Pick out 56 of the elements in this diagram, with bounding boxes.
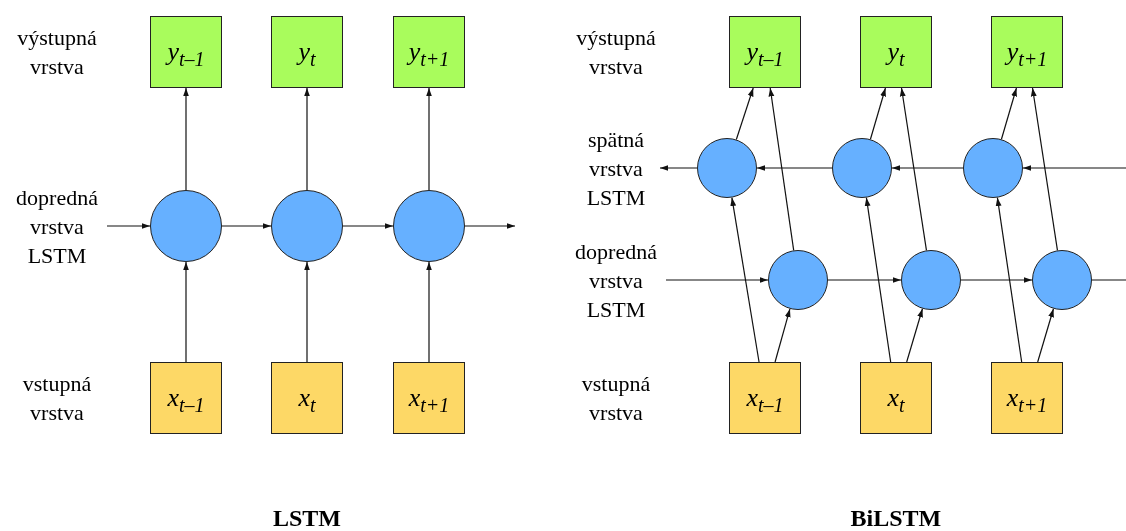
arrow xyxy=(995,197,1023,363)
diagram-caption: BiLSTM xyxy=(850,504,942,531)
arrow xyxy=(756,165,833,171)
arrow xyxy=(183,87,189,191)
layer-label: dopredná vrstva LSTM xyxy=(566,236,666,324)
arrow xyxy=(426,261,432,363)
arrow xyxy=(426,87,432,191)
output-box: y$_{t}$ xyxy=(860,16,932,88)
arrow xyxy=(869,87,887,140)
arrow xyxy=(665,277,769,283)
output-box: y$_{t}$ xyxy=(271,16,343,88)
arrow xyxy=(183,261,189,363)
input-box: x$_{t–1}$ xyxy=(729,362,801,434)
output-box: y$_{t+1}$ xyxy=(991,16,1063,88)
arrow xyxy=(891,165,964,171)
lstm-cell-circle xyxy=(697,138,757,198)
lstm-cell-circle xyxy=(901,250,961,310)
arrow xyxy=(864,197,892,363)
input-box: x$_{t}$ xyxy=(271,362,343,434)
lstm-cell-circle xyxy=(1032,250,1092,310)
arrow xyxy=(304,261,310,363)
arrow xyxy=(899,87,928,251)
arrow xyxy=(342,223,394,229)
arrow xyxy=(960,277,1033,283)
layer-label: vstupná vrstva xyxy=(21,370,93,427)
arrow xyxy=(730,197,760,363)
layer-label: výstupná vrstva xyxy=(16,24,98,81)
input-box: x$_{t+1}$ xyxy=(991,362,1063,434)
arrow xyxy=(1022,165,1126,171)
input-box: x$_{t}$ xyxy=(860,362,932,434)
output-box: y$_{t–1}$ xyxy=(729,16,801,88)
arrow xyxy=(774,308,791,363)
layer-label: spätná vrstva LSTM xyxy=(572,124,660,212)
output-box: y$_{t–1}$ xyxy=(150,16,222,88)
arrow xyxy=(1037,308,1055,363)
arrow xyxy=(304,87,310,191)
layer-label: dopredná vrstva LSTM xyxy=(7,182,107,270)
layer-label: vstupná vrstva xyxy=(580,370,652,427)
arrow xyxy=(659,165,698,171)
arrow xyxy=(464,223,516,229)
arrow xyxy=(768,87,795,251)
lstm-cell-circle xyxy=(832,138,892,198)
arrow xyxy=(1000,87,1018,140)
diagram-caption: LSTM xyxy=(273,504,341,531)
arrow xyxy=(827,277,902,283)
lstm-cell-circle xyxy=(768,250,828,310)
lstm-cell-circle xyxy=(963,138,1023,198)
arrow xyxy=(221,223,272,229)
input-box: x$_{t–1}$ xyxy=(150,362,222,434)
output-box: y$_{t+1}$ xyxy=(393,16,465,88)
input-box: x$_{t+1}$ xyxy=(393,362,465,434)
arrow xyxy=(106,223,151,229)
arrow xyxy=(735,87,754,141)
arrow xyxy=(1030,87,1059,251)
layer-label: výstupná vrstva xyxy=(575,24,657,81)
arrow xyxy=(906,308,924,363)
